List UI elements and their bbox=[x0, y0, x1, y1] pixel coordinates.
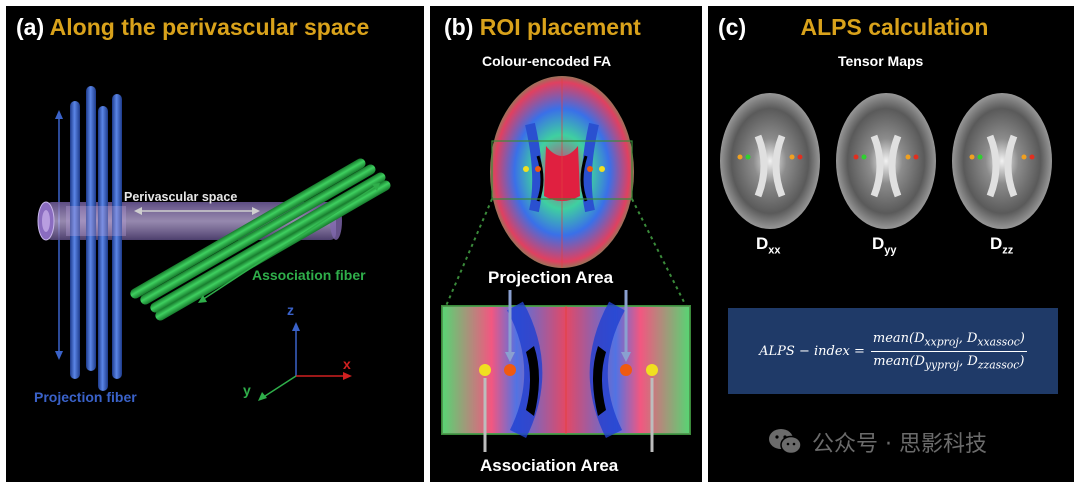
association-area-label: Association Area bbox=[480, 456, 619, 475]
axis-triad bbox=[258, 322, 352, 401]
formula-fraction: mean(Dxxproj, Dxxassoc) mean(Dyyproj, Dz… bbox=[870, 330, 1027, 372]
panel-c-alps: (c) ALPS calculation Tensor Maps bbox=[708, 6, 1074, 482]
map-label-dzz-sub: zz bbox=[1002, 244, 1014, 257]
den-sub-1: yyproj bbox=[924, 358, 960, 372]
panel-a-perivascular: (a) Along the perivascular space bbox=[6, 6, 424, 482]
fiber-diagram bbox=[37, 86, 391, 401]
axis-x-label: x bbox=[343, 356, 351, 372]
panel-b-letter: (b) bbox=[444, 14, 474, 40]
den-sub-2: zzassoc bbox=[977, 358, 1020, 372]
alps-formula-box: ALPS − index = mean(Dxxproj, Dxxassoc) m… bbox=[728, 308, 1058, 394]
projection-area-label: Projection Area bbox=[488, 268, 614, 287]
map-label-dxx-base: D bbox=[756, 234, 769, 253]
fa-brain bbox=[490, 76, 634, 268]
tensor-dxx bbox=[720, 93, 820, 229]
map-label-dxx: Dxx bbox=[756, 234, 781, 256]
num-sub-1: xxproj bbox=[924, 335, 959, 349]
association-pointers bbox=[483, 378, 654, 452]
num-part-2: , D bbox=[958, 330, 978, 346]
panel-c-title-text: ALPS calculation bbox=[800, 14, 989, 40]
num-sub-2: xxassoc bbox=[977, 335, 1020, 349]
panel-b-title: (b) ROI placement bbox=[444, 14, 641, 41]
projection-fibers bbox=[70, 86, 122, 391]
map-label-dzz: Dzz bbox=[990, 234, 1013, 256]
panel-a-letter: (a) bbox=[16, 14, 45, 40]
alps-formula: ALPS − index = mean(Dxxproj, Dxxassoc) m… bbox=[728, 308, 1058, 394]
association-arrow bbox=[198, 183, 380, 303]
panel-c-letter: (c) bbox=[718, 14, 747, 40]
formula-lhs: ALPS − index = bbox=[759, 343, 865, 359]
formula-numerator: mean(Dxxproj, Dxxassoc) bbox=[870, 330, 1027, 352]
perivascular-label: Perivascular space bbox=[124, 190, 238, 204]
fa-subtitle: Colour-encoded FA bbox=[482, 53, 612, 69]
tensor-subtitle: Tensor Maps bbox=[838, 53, 924, 69]
axis-z-label: z bbox=[287, 302, 294, 318]
panel-a-title-text: Along the perivascular space bbox=[49, 14, 370, 40]
num-part-1: mean(D bbox=[872, 330, 925, 346]
projection-pointers bbox=[505, 290, 631, 362]
tensor-dyy bbox=[836, 93, 936, 229]
association-label: Association fiber bbox=[252, 267, 366, 283]
map-label-dyy-sub: yy bbox=[884, 244, 897, 257]
panel-a-title: (a) Along the perivascular space bbox=[16, 14, 369, 41]
perivascular-arrow bbox=[134, 207, 260, 215]
watermark: 公众号 · 思影科技 bbox=[768, 426, 987, 458]
den-part-1: mean(D bbox=[873, 353, 925, 369]
num-part-3: ) bbox=[1019, 330, 1025, 346]
roi-zoom bbox=[441, 301, 691, 439]
panel-b-title-text: ROI placement bbox=[479, 14, 641, 40]
tensor-dzz bbox=[952, 93, 1052, 229]
map-label-dxx-sub: xx bbox=[768, 244, 781, 257]
fa-brain-figure bbox=[441, 76, 691, 452]
map-label-dzz-base: D bbox=[990, 234, 1003, 253]
axis-y-label: y bbox=[243, 382, 251, 398]
projection-label: Projection fiber bbox=[34, 389, 137, 405]
den-part-2: , D bbox=[959, 353, 978, 369]
panel-b-roi: (b) ROI placement Colour-encoded FA bbox=[430, 6, 702, 482]
tensor-maps bbox=[720, 93, 1052, 229]
wechat-icon bbox=[768, 428, 802, 456]
panel-c-title: (c) ALPS calculation bbox=[718, 14, 988, 41]
formula-denominator: mean(Dyyproj, Dzzassoc) bbox=[871, 352, 1026, 372]
watermark-text: 公众号 · 思影科技 bbox=[812, 432, 987, 457]
map-label-dyy-base: D bbox=[872, 234, 885, 253]
den-part-3: ) bbox=[1019, 353, 1025, 369]
map-label-dyy: Dyy bbox=[872, 234, 897, 256]
